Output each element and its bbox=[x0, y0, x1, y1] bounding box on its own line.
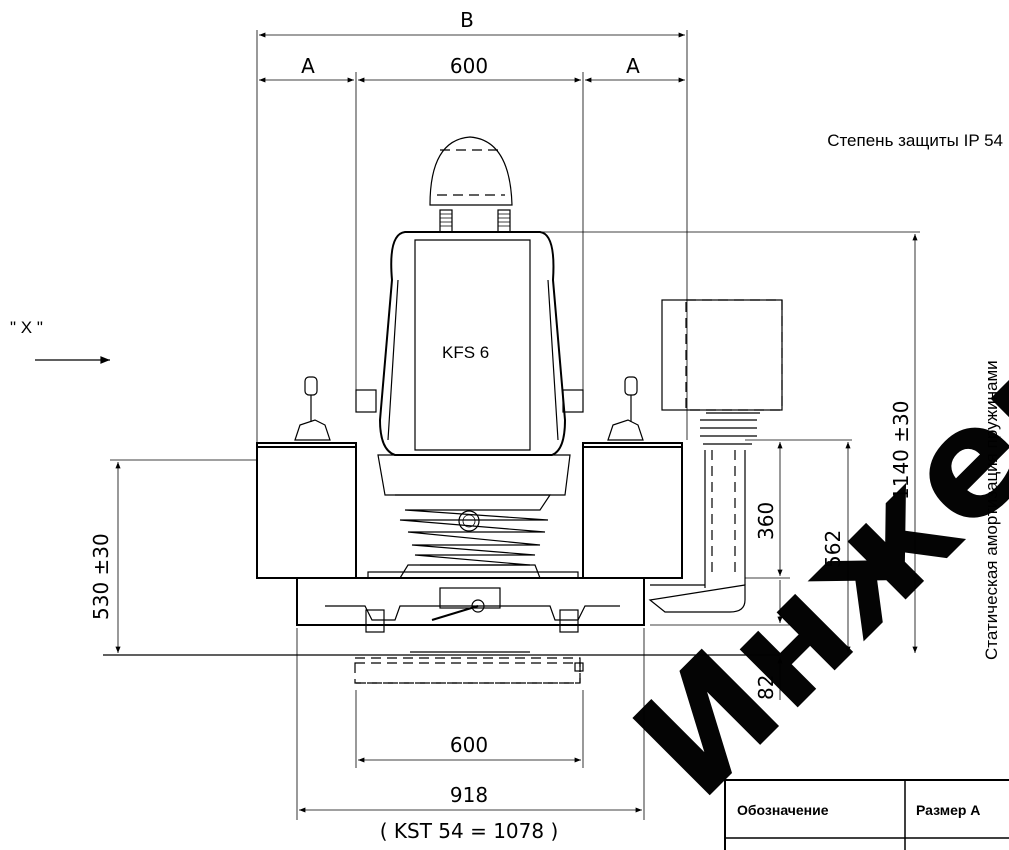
suspension-label: Статическая амортизация пружинами bbox=[982, 360, 1001, 660]
left-vertical-dimension: 530 ±30 bbox=[89, 459, 257, 653]
left-console bbox=[256, 376, 357, 579]
dim-600-bottom-label: 600 bbox=[450, 733, 488, 757]
variant-note: ( KST 54 = 1078 ) bbox=[380, 819, 559, 843]
bottom-dimensions: 600 918 ( KST 54 = 1078 ) bbox=[296, 628, 645, 843]
view-x-label: " X " bbox=[10, 318, 43, 337]
seat-backrest: KFS 6 bbox=[355, 231, 584, 456]
view-x-marker: " X " bbox=[10, 318, 110, 364]
dim-530-label: 530 ±30 bbox=[89, 533, 113, 620]
seat-model-label: KFS 6 bbox=[442, 343, 489, 362]
table-col2-header: Размер А bbox=[916, 802, 980, 818]
dim-b-label: B bbox=[460, 8, 474, 32]
right-vertical-dimensions: 1140 ±30 360 562 82 bbox=[540, 231, 920, 700]
seat-suspension bbox=[367, 454, 579, 579]
dimension-table: Обозначение Размер А bbox=[724, 779, 1009, 850]
right-console bbox=[582, 376, 683, 579]
control-panel bbox=[648, 299, 783, 613]
watermark: Инженер Групп bbox=[602, 0, 1009, 830]
dim-a-left-label: A bbox=[301, 54, 315, 78]
base-frame bbox=[296, 577, 645, 633]
watermark-text: Инженер Групп bbox=[602, 0, 1009, 830]
protection-label: Степень защиты IP 54 bbox=[827, 131, 1003, 150]
table-col1-header: Обозначение bbox=[737, 802, 829, 818]
dim-562-label: 562 bbox=[821, 530, 845, 568]
dim-1140-label: 1140 ±30 bbox=[889, 401, 913, 500]
dim-a-right-label: A bbox=[626, 54, 640, 78]
dim-82-label: 82 bbox=[754, 675, 778, 700]
swivel-base bbox=[103, 651, 780, 684]
top-dimensions: B A 600 A bbox=[256, 8, 688, 460]
dim-600-top-label: 600 bbox=[450, 54, 488, 78]
dim-918-label: 918 bbox=[450, 783, 488, 807]
dim-360-label: 360 bbox=[754, 502, 778, 540]
headrest bbox=[429, 136, 513, 233]
